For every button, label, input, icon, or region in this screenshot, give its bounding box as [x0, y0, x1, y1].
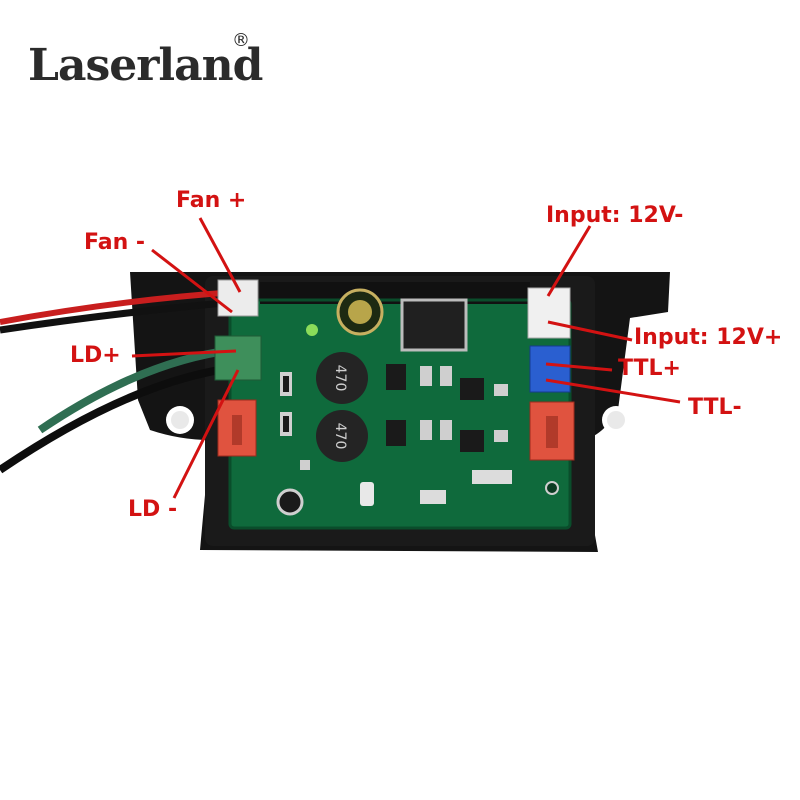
left-mount-hole-inner [171, 411, 189, 429]
label-ttl-plus: TTL+ [618, 356, 681, 381]
inductor-top-marking: 470 [332, 365, 348, 392]
label-fan-minus: Fan - [84, 230, 146, 255]
right-mount-hole-inner [607, 411, 625, 429]
green-led [306, 324, 318, 336]
potentiometer [276, 488, 304, 516]
registered-mark: ® [232, 30, 250, 51]
fan-minus-line [151, 248, 233, 314]
ld-connector [214, 335, 262, 381]
wire-black-fan [0, 298, 237, 334]
input-plus-line [547, 320, 633, 342]
wire-black-ld [0, 364, 233, 474]
inductor-bottom [316, 410, 368, 462]
power-mosfet [400, 298, 468, 352]
label-input-plus: Input: 12V+ [634, 325, 783, 350]
label-ld-plus: LD+ [70, 343, 121, 368]
inductor-top [316, 352, 368, 404]
laserland-logo: Laserland [28, 40, 263, 91]
label-ld-minus: LD - [128, 497, 178, 522]
ttl-minus-line [545, 378, 681, 404]
annotation-lines [131, 217, 681, 499]
ld-plus-line [131, 349, 237, 358]
label-input-minus: Input: 12V- [546, 203, 684, 228]
fan-plus-line [198, 217, 242, 293]
wire-green-ld [37, 346, 233, 434]
label-ttl-minus: TTL- [688, 395, 742, 420]
ld-minus-line [172, 369, 240, 499]
ttl-connector [529, 345, 571, 393]
input-minus-line [546, 225, 592, 297]
inductor-bottom-marking: 470 [332, 423, 348, 450]
pcb-via [545, 481, 559, 495]
smd-components [280, 364, 512, 506]
label-fan-plus: Fan + [176, 188, 247, 213]
ttl-plus-line [545, 362, 613, 372]
